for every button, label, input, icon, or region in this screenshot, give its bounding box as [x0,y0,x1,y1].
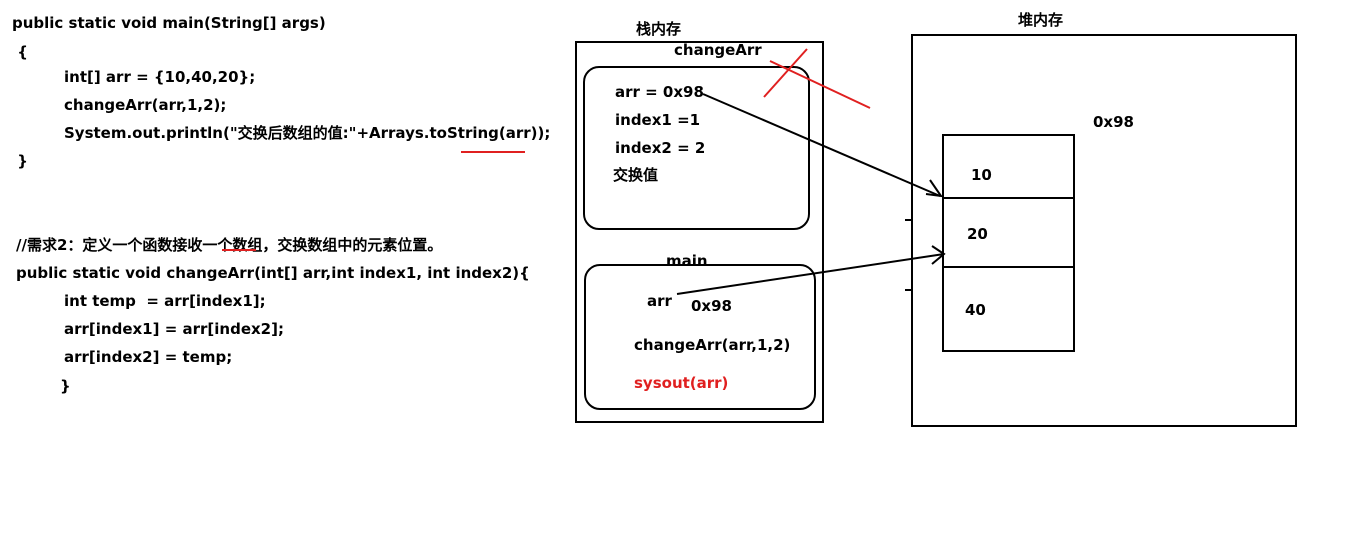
heap-array-divider-1 [942,197,1075,199]
heap-cell-2: 20 [967,225,988,243]
code-change-line-3: arr[index1] = arr[index2]; [64,320,284,338]
heap-address: 0x98 [1093,113,1134,131]
code-main-line-6: } [12,152,28,170]
code-change-line-1: public static void changeArr(int[] arr,i… [16,264,530,282]
code-comment: //需求2：定义一个函数接收一个数组，交换数组中的元素位置。 [16,236,443,254]
main-call: changeArr(arr,1,2) [634,336,791,354]
stack-title: 栈内存 [636,20,682,38]
main-arr-value: 0x98 [691,297,732,315]
heap-array [942,134,1075,352]
heap-array-divider-2 [942,266,1075,268]
changeArr-swap: 交换值 [613,166,659,184]
code-main-line-2: { [12,43,28,61]
changeArr-arr: arr = 0x98 [615,83,704,101]
main-arr-label: arr [647,292,672,310]
code-main-line-4: changeArr(arr,1,2); [64,96,227,114]
changeArr-frame-label: changeArr [674,41,762,59]
main-sysout: sysout(arr) [634,374,729,392]
changeArr-index2: index2 = 2 [615,139,706,157]
code-change-line-2: int temp = arr[index1]; [64,292,266,310]
heap-memory-box [911,34,1297,427]
heap-cell-1: 10 [971,166,992,184]
code-main-line-3: int[] arr = {10,40,20}; [64,68,256,86]
heap-cell-3: 40 [965,301,986,319]
changeArr-index1: index1 =1 [615,111,701,129]
code-change-line-5: } [60,377,71,395]
code-main-line-1: public static void main(String[] args) [12,14,326,32]
code-main-line-5: System.out.println("交换后数组的值:"+Arrays.toS… [64,124,551,142]
code-change-line-4: arr[index2] = temp; [64,348,233,366]
stack-memory-box [575,41,824,423]
heap-title: 堆内存 [1018,11,1064,29]
